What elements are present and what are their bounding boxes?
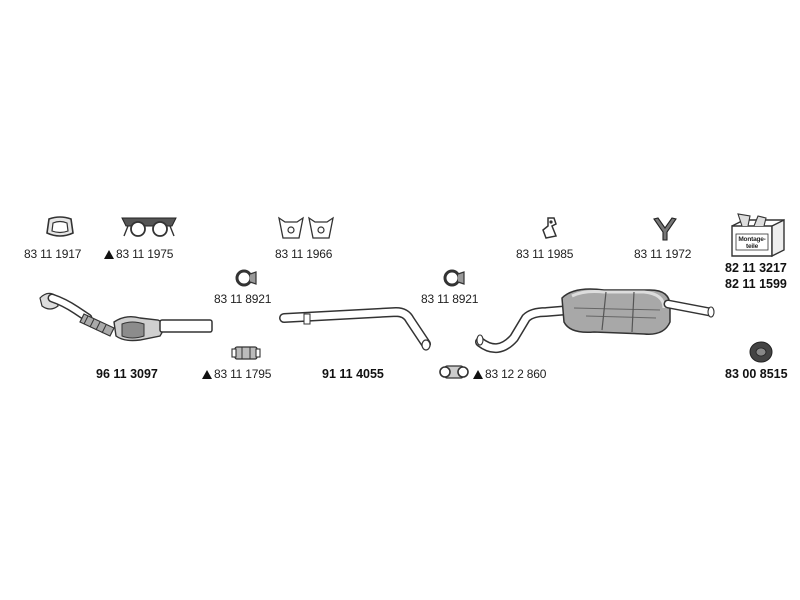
- mounting-kit-box-icon: [731, 213, 785, 258]
- part-number-pipe-clamp-b: 83 11 8921: [421, 292, 479, 306]
- part-number-gasket: 83 11 1917: [24, 247, 82, 261]
- rubber-hanger-icon: [542, 217, 558, 239]
- middle-pipe-icon: [279, 306, 431, 351]
- catalytic-converter-pipe-icon: [39, 292, 213, 342]
- part-number-pipe-clamp-a: 83 11 8921: [214, 292, 272, 306]
- double-clamp-icon: [439, 365, 469, 379]
- pipe-clamp-icon: [235, 269, 257, 287]
- part-number-middle-pipe: 91 11 4055: [322, 367, 384, 381]
- black-triangle-icon: [202, 370, 212, 379]
- rear-silencer-icon: [475, 288, 715, 353]
- hanger-bracket-icon: [278, 216, 334, 239]
- black-triangle-icon: [104, 250, 114, 259]
- manifold-gasket-icon: [121, 217, 177, 237]
- black-triangle-icon: [473, 370, 483, 379]
- part-number-mounting-kit-2: 82 11 1599: [725, 277, 787, 291]
- connector-sleeve-icon: [231, 346, 261, 360]
- part-number-catalytic-converter: 96 11 3097: [96, 367, 158, 381]
- part-number-hanger-bracket: 83 11 1966: [275, 247, 333, 261]
- rubber-mount-icon: [749, 341, 773, 363]
- mounting-kit-box-text: Montage-teile: [738, 236, 766, 250]
- part-number-connector-sleeve: 83 11 1795: [202, 367, 271, 381]
- part-number-double-clamp: 83 12 2 860: [473, 367, 546, 381]
- part-number-rubber-mount: 83 00 8515: [725, 367, 788, 381]
- gasket-icon: [46, 216, 74, 237]
- part-number-rubber-hanger: 83 11 1985: [516, 247, 574, 261]
- v-hanger-icon: [653, 217, 677, 241]
- pipe-clamp-icon: [443, 269, 465, 287]
- part-number-manifold-gasket: 83 11 1975: [104, 247, 173, 261]
- part-number-mounting-kit-1: 82 11 3217: [725, 261, 787, 275]
- part-number-v-hanger: 83 11 1972: [634, 247, 692, 261]
